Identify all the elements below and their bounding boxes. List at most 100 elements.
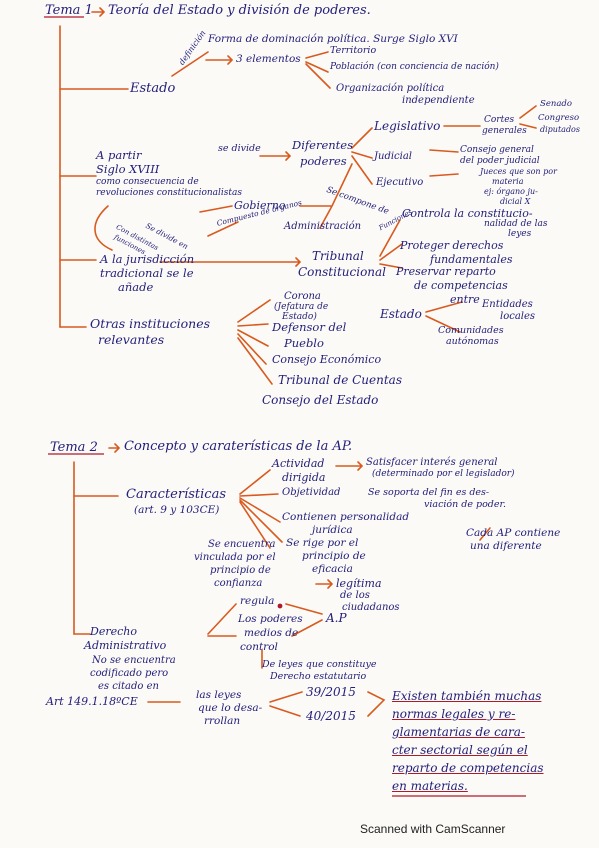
poder-judicial: Judicial <box>374 151 413 162</box>
regula: regula <box>240 595 275 607</box>
existen-1: Existen también muchas <box>392 689 542 703</box>
controla-3: leyes <box>508 229 532 239</box>
preservar-2: de competencias <box>414 279 508 292</box>
siglo-se-divide: se divide <box>218 143 261 154</box>
ley-39-2015: 39/2015 <box>306 685 356 699</box>
preservar-3: entre <box>450 293 480 306</box>
derecho-administrativo-2: Administrativo <box>84 639 167 652</box>
otras-instituciones-2: relevantes <box>98 332 165 347</box>
medios-2: control <box>240 641 278 653</box>
rige-1: Se rige por el <box>286 537 359 549</box>
estado-organizacion-1: Organización política <box>336 83 445 94</box>
estado-poblacion: Población (con conciencia de nación) <box>330 62 499 72</box>
objetividad: Objetividad <box>282 487 341 498</box>
diferentes-poderes-1: Diferentes <box>292 138 353 152</box>
leyes-que-desarrollan-1: las leyes <box>196 689 242 701</box>
otras-instituciones-1: Otras instituciones <box>90 316 211 331</box>
jurisdiccion-1: A la jurisdicción <box>100 252 195 266</box>
los-poderes: Los poderes <box>238 613 303 625</box>
jurisdiccion-2: tradicional se le <box>100 266 194 280</box>
estado-forma: Forma de dominación política. Surge Sigl… <box>208 33 458 45</box>
tribunal-cuentas: Tribunal de Cuentas <box>278 373 402 387</box>
rige-2: principio de <box>302 550 366 562</box>
comunidades-1: Comunidades <box>438 325 504 336</box>
camscanner-footer: Scanned with CamScanner <box>360 822 506 836</box>
senado: Senado <box>540 99 572 109</box>
cortes-2: generales <box>482 126 527 136</box>
administracion: Administración <box>284 221 362 232</box>
soporta-1: Se soporta del fin es des- <box>368 487 490 498</box>
leyes-que-desarrollan-3: rrollan <box>204 715 241 727</box>
de-leyes-1: De leyes que constituye <box>262 659 377 670</box>
poder-ejecutivo: Ejecutivo <box>376 177 424 188</box>
protege-2: fundamentales <box>430 253 513 266</box>
vinculada-1: Se encuentra <box>208 539 276 550</box>
siglo-line-1: A partir <box>96 148 142 162</box>
actividad-2: dirigida <box>282 471 326 484</box>
congreso: Congreso <box>538 113 580 123</box>
controla-2: nalidad de las <box>484 219 548 229</box>
medios-1: medios de <box>244 627 299 639</box>
cada-ap-2: una diferente <box>470 540 542 552</box>
legitima-1: legítima <box>336 577 382 590</box>
cortes-1: Cortes <box>484 115 515 125</box>
consejo-estado: Consejo del Estado <box>262 393 379 407</box>
estado-organizacion-2: independiente <box>402 95 475 106</box>
vinculada-2: vinculada por el <box>194 552 276 563</box>
tema1-heading: Tema 1 <box>45 3 93 18</box>
cada-ap-1: Cada AP contiene <box>466 527 561 539</box>
existen-6: en materias. <box>392 779 468 793</box>
estado-territorio: Territorio <box>330 45 377 56</box>
preservar-1: Preservar reparto <box>396 265 496 278</box>
siglo-line-3: como consecuencia de <box>96 177 199 187</box>
estado-tres-elementos: 3 elementos <box>236 53 301 65</box>
consejo-general-1: Consejo general <box>460 145 534 155</box>
personalidad-2: jurídica <box>312 524 353 536</box>
controla-1: Controla la constitucio- <box>402 207 533 220</box>
gobierno: Gobierno <box>234 199 286 212</box>
existen-4: cter sectorial según el <box>392 743 528 757</box>
art-149: Art 149.1.18ºCE <box>46 695 138 708</box>
existen-5: reparto de competencias <box>392 761 544 775</box>
derecho-administrativo-1: Derecho <box>90 625 137 638</box>
caracteristicas-1: Características <box>126 487 226 502</box>
satisfacer-2: (determinado por el legislador) <box>372 469 515 479</box>
tema1-title: Teoría del Estado y división de poderes. <box>108 3 371 18</box>
personalidad-1: Contienen personalidad <box>282 511 410 523</box>
no-codificado-1: No se encuentra <box>92 655 176 666</box>
jurisdiccion-3: añade <box>118 280 154 294</box>
protege-1: Proteger derechos <box>400 239 504 252</box>
entidades-2: locales <box>500 311 536 322</box>
de-leyes-2: Derecho estatutario <box>270 671 367 682</box>
caracteristicas-2: (art. 9 y 103CE) <box>134 504 220 516</box>
consejo-economico: Consejo Económico <box>272 353 382 366</box>
jueces-1: Jueces que son por <box>480 167 557 176</box>
entidades-1: Entidades <box>482 299 533 310</box>
corona-3: Estado) <box>282 312 317 322</box>
diferentes-poderes-2: poderes <box>300 154 347 168</box>
tema2-heading: Tema 2 <box>50 440 98 455</box>
consejo-general-2: del poder judicial <box>460 156 540 166</box>
tribunal-1: Tribunal <box>312 249 364 263</box>
jueces-2: materia <box>492 177 524 186</box>
tema2-title: Concepto y caraterísticas de la AP. <box>124 439 353 454</box>
no-codificado-2: codificado pero <box>90 668 169 679</box>
legitima-2: de los <box>340 590 370 601</box>
tribunal-2: Constitucional <box>298 265 387 279</box>
defensor-2: Pueblo <box>284 336 324 350</box>
poder-legislativo: Legislativo <box>374 119 441 133</box>
comunidades-2: autónomas <box>446 336 499 347</box>
legitima-3: ciudadanos <box>342 602 400 613</box>
vinculada-4: confianza <box>214 578 263 589</box>
estado-label: Estado <box>130 81 176 96</box>
jueces-3: ej: órgano ju- <box>484 187 538 196</box>
siglo-line-4: revoluciones constitucionalistas <box>96 188 243 198</box>
ley-40-2015: 40/2015 <box>306 709 356 723</box>
existen-3: glamentarias de cara- <box>392 725 525 739</box>
soporta-2: viación de poder. <box>424 499 507 510</box>
satisfacer-1: Satisfacer interés general <box>366 457 498 468</box>
existen-2: normas legales y re- <box>392 707 516 721</box>
diputados: diputados <box>540 125 580 134</box>
no-codificado-3: es citado en <box>98 681 159 692</box>
